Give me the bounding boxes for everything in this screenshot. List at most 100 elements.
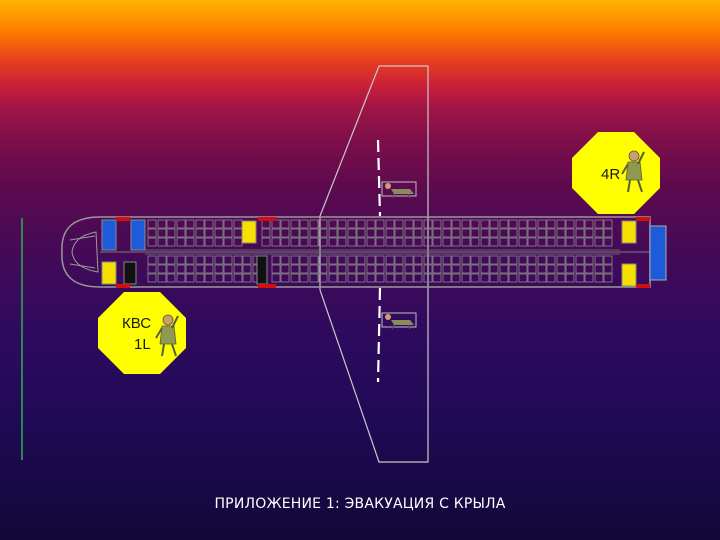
seat [451,273,461,283]
seat [204,273,214,283]
seat [413,237,423,247]
seat [470,228,480,238]
seat [318,228,328,238]
seat [233,273,243,283]
seat [527,219,537,229]
seat [223,228,233,238]
seat [451,228,461,238]
seat [185,237,195,247]
seat [242,273,252,283]
seat [157,255,167,265]
seat [461,264,471,274]
seat [328,264,338,274]
crew-figure-icon [381,181,417,199]
seat [603,255,613,265]
seat [157,219,167,229]
seat [575,237,585,247]
seat [214,228,224,238]
seat [594,237,604,247]
seat [233,237,243,247]
seat [223,273,233,283]
aft-lavatory [649,225,667,281]
seat [366,237,376,247]
seat [537,273,547,283]
seat [337,273,347,283]
seat [394,273,404,283]
seat [271,264,281,274]
seat [176,219,186,229]
seat [499,273,509,283]
seat [157,264,167,274]
seat [157,228,167,238]
seat [195,228,205,238]
seat [518,255,528,265]
seat [594,219,604,229]
seat [347,273,357,283]
seat [309,264,319,274]
seat [432,228,442,238]
seat [404,273,414,283]
seat [413,228,423,238]
exit-label-4r: 4R [601,166,621,183]
seat [575,273,585,283]
forward-stowage [123,261,137,285]
seat [233,219,243,229]
seat [347,228,357,238]
seat [328,273,338,283]
seat [461,255,471,265]
seat [442,228,452,238]
seat [318,264,328,274]
seat [375,273,385,283]
seat [204,228,214,238]
seat [280,228,290,238]
seat [356,264,366,274]
seat [442,219,452,229]
seat [394,228,404,238]
seat [223,237,233,247]
seat [385,219,395,229]
seat [518,228,528,238]
seat [204,237,214,247]
seat [366,255,376,265]
seat [565,273,575,283]
seat [242,255,252,265]
seat [242,264,252,274]
seat [423,237,433,247]
seat [461,273,471,283]
seat [299,219,309,229]
seat [565,255,575,265]
seat [185,264,195,274]
seat [385,255,395,265]
page-caption: ПРИЛОЖЕНИЕ 1: ЭВАКУАЦИЯ С КРЫЛА [214,496,506,512]
seat [185,228,195,238]
seat [404,228,414,238]
seat [584,228,594,238]
seat [575,219,585,229]
seat [347,255,357,265]
seat [375,228,385,238]
exit-label-1l-line1: КВС [122,315,152,332]
seat [394,264,404,274]
seat [518,264,528,274]
seat [356,228,366,238]
seat [195,219,205,229]
seat [394,219,404,229]
aft-galley-bottom [621,263,637,287]
seat [508,219,518,229]
seat [527,255,537,265]
seat [451,219,461,229]
seat [537,264,547,274]
seat [385,237,395,247]
seat [537,255,547,265]
seat [565,219,575,229]
seat [499,264,509,274]
seat [385,264,395,274]
seat [546,237,556,247]
wing-escape-path [376,139,382,383]
seat [166,237,176,247]
mid-stowage [256,255,268,285]
seat [157,273,167,283]
fuselage [61,216,651,288]
seat [480,219,490,229]
seat [176,255,186,265]
